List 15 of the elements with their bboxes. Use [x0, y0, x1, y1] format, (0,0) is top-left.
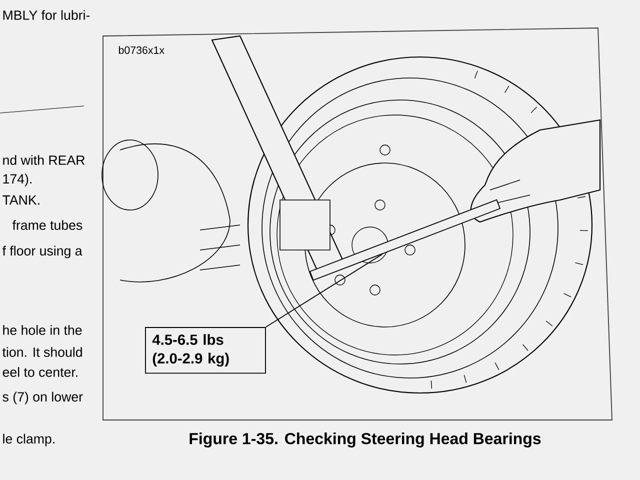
text-fragment: 174). [3, 174, 32, 186]
figure-caption: Figure 1-35. Checking Steering Head Bearings [190, 432, 541, 448]
text-fragment: le clamp. [3, 434, 54, 446]
text-fragment: f floor using a [2, 246, 82, 258]
text-fragment: he hole in the [3, 325, 82, 335]
leader-line [265, 254, 383, 328]
figure-code: b0736x1x [118, 46, 164, 54]
text-fragment: frame tubes [12, 220, 82, 230]
text-fragment: nd with REAR [3, 155, 85, 165]
text-fragment: eel to center. [2, 367, 78, 377]
weight-box: 4.5-6.5 lbs (2.0-2.9 kg) [145, 327, 266, 374]
text-fragment: tion. It should [2, 347, 82, 357]
text-fragment: MBLY for lubri- [3, 10, 90, 20]
text-fragment: s (7) on lower [2, 392, 83, 404]
text-fragment: TANK. [2, 195, 40, 205]
